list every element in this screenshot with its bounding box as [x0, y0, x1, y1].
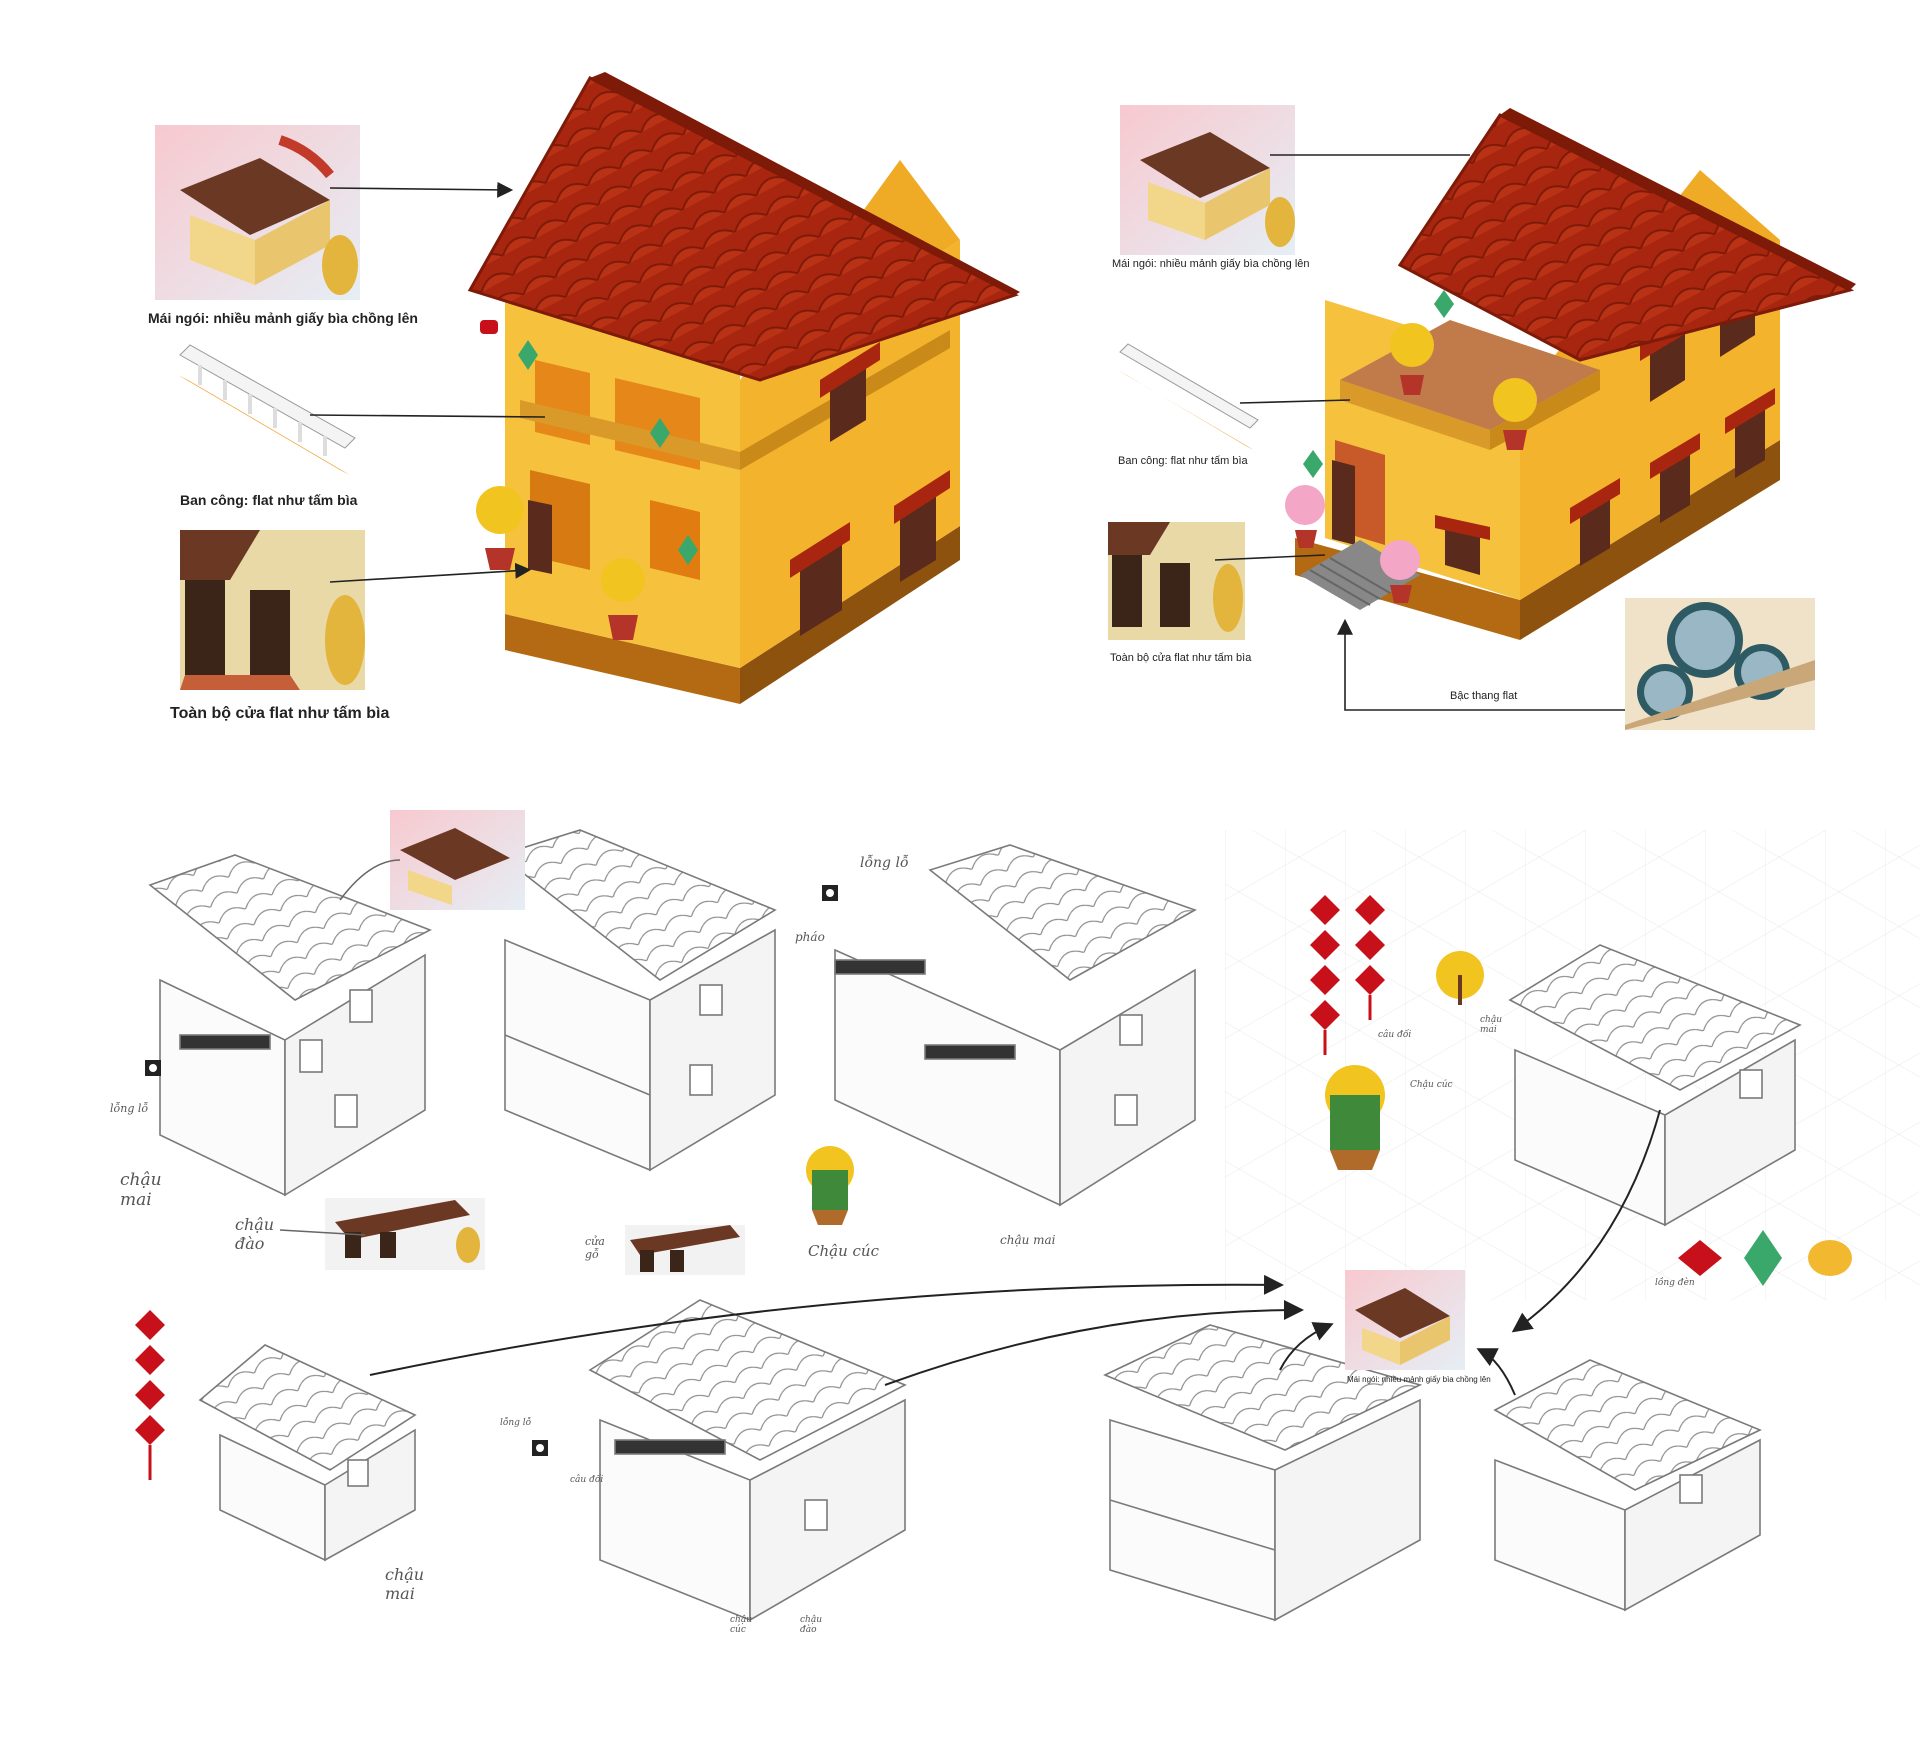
sketch-house-8: [1493, 1359, 1762, 1612]
top-left-roof-label: Mái ngói: nhiều mảnh giấy bìa chồng lên: [148, 310, 418, 326]
sketch-connector-door-1: [279, 1229, 366, 1236]
note-chau-dao-2: chậu đào: [800, 1615, 822, 1635]
top-right-stairs-arrow: [1337, 618, 1625, 711]
note-chau-mai-1: chậu mai: [120, 1170, 162, 1210]
chrysanthemum-pot-icon-2: [1325, 1065, 1385, 1170]
sketch-door-reference-1: [325, 1198, 485, 1270]
note-chau-mai-2: chậu mai: [1000, 1233, 1056, 1247]
isometric-grid-background: [1225, 830, 1920, 1300]
note-cau-doi-2: câu đối: [570, 1475, 604, 1485]
sketch-house-5: [198, 1344, 417, 1562]
note-chau-mai-4: chậu mai: [385, 1565, 425, 1603]
top-right-stairs-reference: [1625, 598, 1815, 730]
note-chau-mai-3: chậu mai: [1480, 1015, 1502, 1035]
top-left-balcony-reference: [178, 344, 356, 475]
lantern-set-icon: [1678, 1230, 1852, 1286]
red-couplet-decoration-icon-2: [135, 1310, 165, 1480]
note-chau-dao: chậu đào: [235, 1215, 275, 1253]
sketch-house-2: [498, 829, 777, 1172]
sketch-connector-roof-1: [339, 859, 401, 901]
lantern-long-lo-icon-3: [532, 1440, 548, 1456]
top-left-roof-reference: [155, 125, 360, 300]
note-cua-go: cửa gỗ: [585, 1235, 605, 1261]
note-long-lo-1: lỗng lỗ: [110, 1102, 149, 1115]
sketch-door-reference-2: [625, 1225, 745, 1275]
sketch-arrow-1: [369, 1274, 1284, 1376]
sketch-house-1: [148, 854, 432, 1197]
top-right-door-reference: [1108, 522, 1245, 640]
top-left-balcony-label: Ban công: flat như tấm bìa: [180, 492, 358, 508]
note-chau-cuc-2: Chậu cúc: [1410, 1080, 1453, 1090]
sketch-house-4: [1508, 944, 1802, 1227]
lantern-long-lo-icon-2: [145, 1060, 161, 1076]
sketch-house-3: [834, 844, 1197, 1207]
sketch-arrow-4: [1511, 1109, 1661, 1333]
sketch-roof-reference-center: [1345, 1270, 1465, 1370]
note-long-lo-3: lỗng lỗ: [500, 1418, 532, 1428]
sketch-house-7: [1103, 1324, 1423, 1622]
sketch-house-6: [588, 1299, 907, 1622]
sketch-arrow-2: [884, 1300, 1304, 1386]
note-long-den: lồng đèn: [1655, 1278, 1695, 1288]
red-couplet-decoration-icon: [1310, 895, 1385, 1055]
lantern-long-lo-icon: [822, 885, 838, 901]
note-phao: pháo: [795, 930, 825, 944]
top-left-house: [467, 72, 1020, 704]
top-right-roof-label: Mái ngói: nhiều mảnh giấy bìa chồng lên: [1112, 258, 1310, 270]
top-right-stairs-label: Bậc thang flat: [1450, 690, 1518, 702]
top-left-roof-arrow: [329, 181, 514, 198]
top-right-door-label: Toàn bộ cửa flat như tấm bìa: [1110, 652, 1252, 664]
top-left-door-label: Toàn bộ cửa flat như tấm bìa: [170, 705, 390, 722]
apricot-tree-icon: [1436, 951, 1484, 1005]
top-right-roof-reference: [1120, 105, 1295, 255]
top-left-door-arrow: [329, 562, 532, 583]
sketch-arrow-3: [1279, 1322, 1334, 1371]
top-left-balcony-line: [309, 414, 546, 418]
sketch-roof-reference-1: [390, 810, 525, 910]
center-roof-label: Mái ngói: nhiều mảnh giấy bìa chồng lên: [1347, 1375, 1491, 1384]
top-right-balcony-label: Ban công: flat như tấm bìa: [1118, 455, 1248, 467]
top-right-house: [1285, 108, 1856, 640]
note-cau-doi: câu đối: [1378, 1030, 1412, 1040]
sketch-arrow-5: [1476, 1348, 1516, 1396]
note-chau-cuc: Chậu cúc: [808, 1242, 879, 1260]
note-long-lo-2: lỗng lỗ: [860, 855, 909, 871]
top-left-door-reference: [180, 530, 365, 690]
chrysanthemum-pot-icon: [806, 1146, 854, 1225]
top-right-door-line: [1214, 554, 1326, 561]
top-right-balcony-reference: [1118, 343, 1259, 450]
top-right-balcony-line: [1239, 399, 1351, 404]
note-chau-cuc-3: chậu cúc: [730, 1615, 752, 1635]
